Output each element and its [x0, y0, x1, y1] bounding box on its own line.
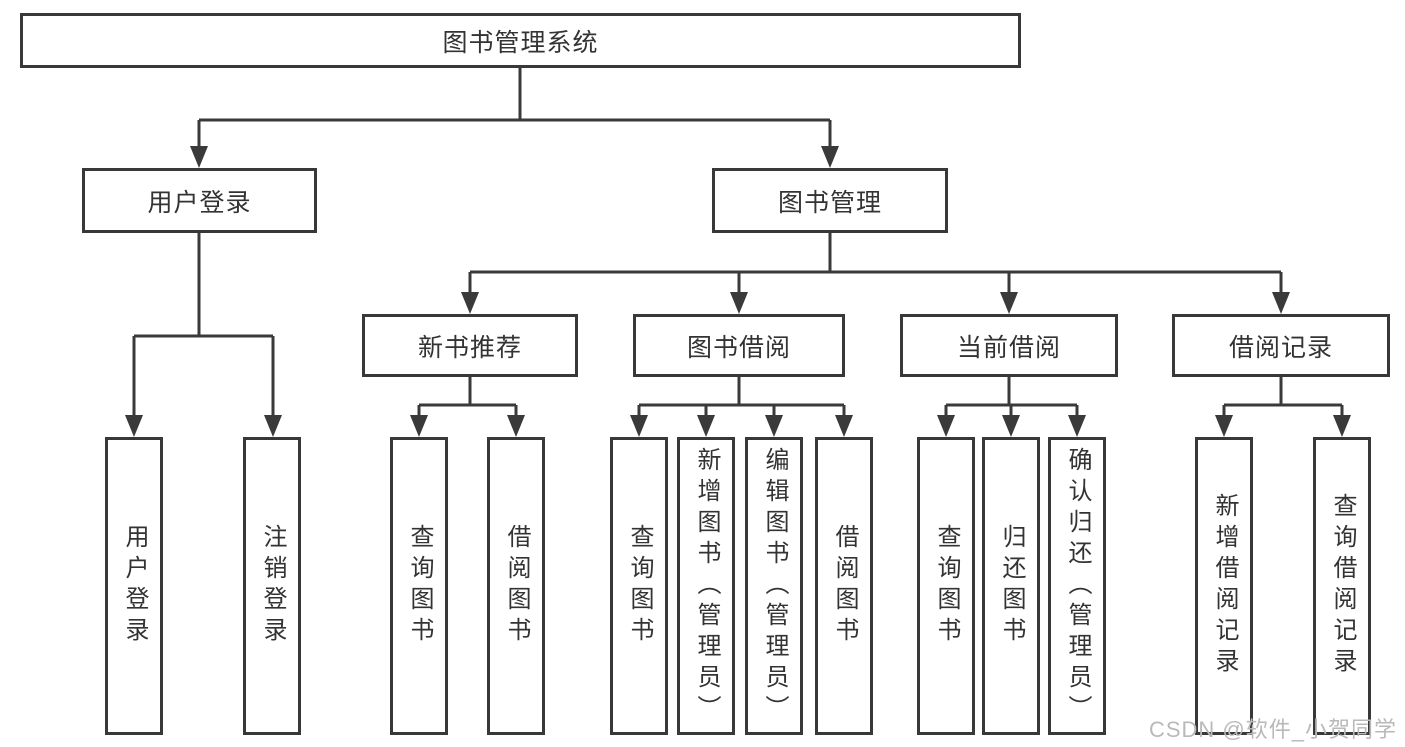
leaf-query-borrow-record: 查询借阅记录 — [1313, 437, 1371, 735]
leaf-borrow-books-borrowing: 借阅图书 — [815, 437, 873, 735]
leaf-label: 确认归还（管理员） — [1064, 446, 1091, 726]
leaf-label: 查询借阅记录 — [1329, 493, 1356, 679]
leaf-confirm-return-admin: 确认归还（管理员） — [1048, 437, 1106, 735]
leaf-label: 借阅图书 — [831, 524, 858, 648]
leaf-borrow-books-recommend: 借阅图书 — [487, 437, 545, 735]
leaf-query-books-borrowing: 查询图书 — [610, 437, 668, 735]
leaf-return-books: 归还图书 — [982, 437, 1040, 735]
node-book-management: 图书管理 — [712, 168, 948, 233]
leaf-add-books-admin: 新增图书（管理员） — [677, 437, 735, 735]
leaf-add-borrow-record: 新增借阅记录 — [1195, 437, 1253, 735]
node-user-login: 用户登录 — [82, 168, 317, 233]
leaf-label: 注销登录 — [259, 524, 286, 648]
leaf-user-login: 用户登录 — [105, 437, 163, 735]
leaf-label: 新增图书（管理员） — [693, 446, 720, 726]
node-new-book-recommendation: 新书推荐 — [362, 314, 578, 377]
leaf-label: 新增借阅记录 — [1211, 493, 1238, 679]
leaf-label: 借阅图书 — [503, 524, 530, 648]
leaf-label: 查询图书 — [933, 524, 960, 648]
leaf-query-books-recommend: 查询图书 — [390, 437, 448, 735]
leaf-logout: 注销登录 — [243, 437, 301, 735]
leaf-query-books-current: 查询图书 — [917, 437, 975, 735]
leaf-label: 查询图书 — [626, 524, 653, 648]
node-current-borrowing: 当前借阅 — [900, 314, 1118, 377]
leaf-label: 查询图书 — [406, 524, 433, 648]
leaf-edit-books-admin: 编辑图书（管理员） — [745, 437, 803, 735]
node-book-borrowing: 图书借阅 — [633, 314, 845, 377]
leaf-label: 编辑图书（管理员） — [761, 446, 788, 726]
node-borrowing-records: 借阅记录 — [1172, 314, 1390, 377]
csdn-watermark: CSDN @软件_小贺同学 — [1148, 717, 1397, 742]
leaf-label: 归还图书 — [998, 524, 1025, 648]
node-library-management-system: 图书管理系统 — [20, 13, 1021, 68]
leaf-label: 用户登录 — [121, 524, 148, 648]
